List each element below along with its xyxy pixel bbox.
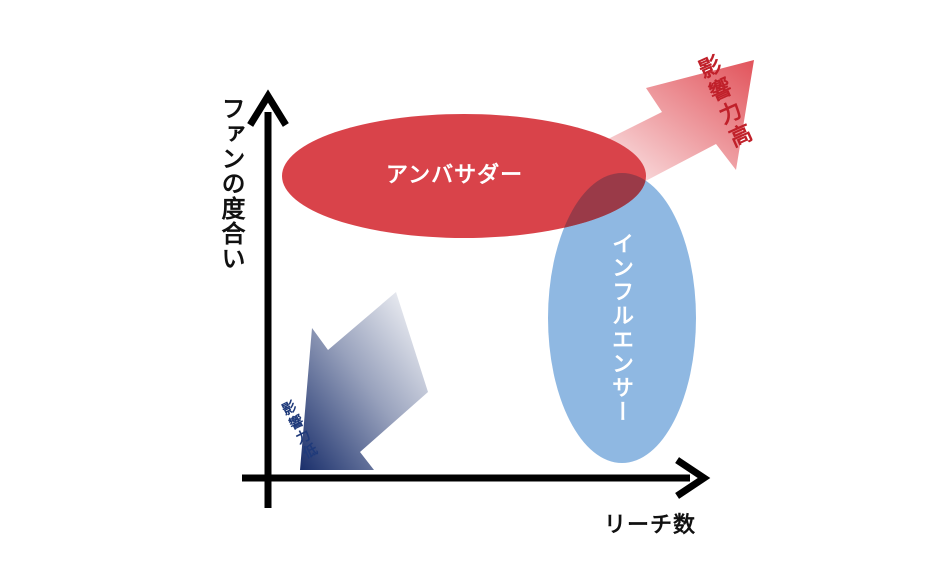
x-axis-label: リーチ数 (604, 513, 697, 538)
influencer-label: インフルエンサー (608, 232, 633, 424)
ambassador-region (282, 114, 646, 238)
influencer-region (548, 173, 696, 463)
ambassador-label: アンバサダー (386, 163, 524, 188)
x-axis-arrowhead (675, 457, 711, 499)
low-influence-arrow (300, 292, 428, 470)
y-axis-label: ファンの度合い (217, 96, 245, 271)
y-axis-arrowhead (247, 89, 289, 127)
